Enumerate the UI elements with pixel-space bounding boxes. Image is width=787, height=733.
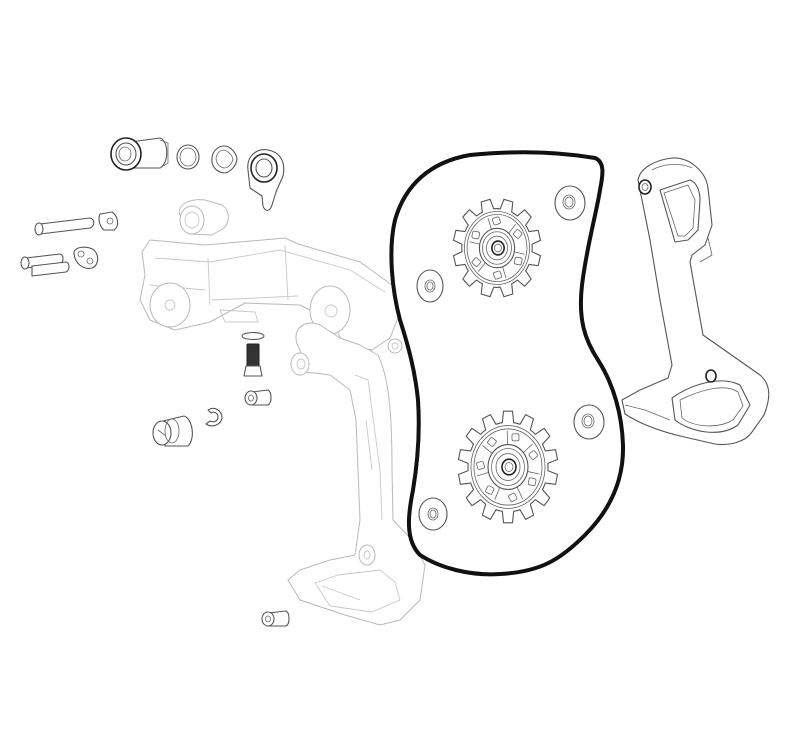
cage-bolt: [261, 610, 290, 627]
pulley-washer-1: [554, 185, 586, 221]
inner-cage: [621, 157, 770, 446]
b-knuckle-bolt: [110, 137, 169, 171]
pulley-washer-2: [416, 269, 444, 303]
outer-cage: [287, 322, 426, 626]
o-ring: [176, 144, 200, 170]
double-pins: [20, 253, 70, 277]
square-seal: [211, 145, 238, 174]
e-clip: [205, 407, 223, 427]
derailleur-body: [139, 199, 403, 354]
cable-bolt: [243, 343, 263, 377]
lower-pulley-wheel: [457, 410, 559, 524]
cable-washer: [241, 331, 265, 341]
long-pin: [34, 217, 95, 236]
upper-pulley-wheel: [452, 198, 542, 298]
pulley-washer-3: [573, 404, 605, 440]
highlight-outline: [389, 150, 626, 577]
barrel-adjuster: [152, 415, 193, 447]
b-spring: [247, 149, 285, 211]
pin-cap: [98, 211, 119, 231]
limit-bolt: [244, 389, 272, 406]
pulley-washer-4: [418, 497, 448, 531]
double-pin-cap: [73, 246, 99, 269]
